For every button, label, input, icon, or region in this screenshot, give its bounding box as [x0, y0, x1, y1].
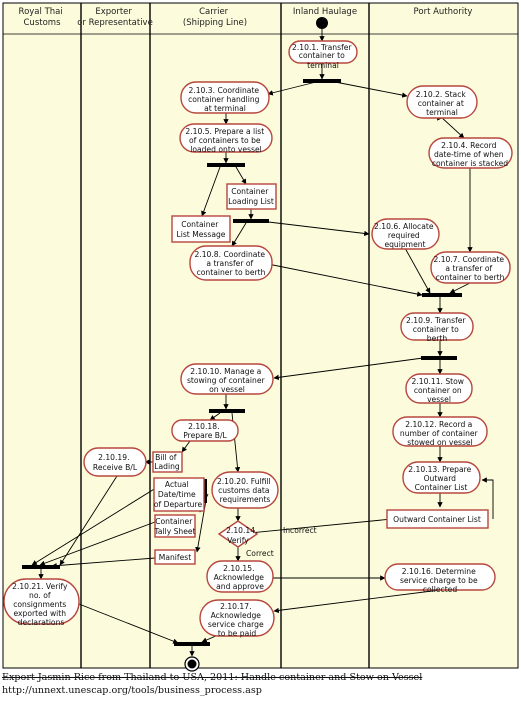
label-2-10-11: 2.10.11. Stow container on vessel [412, 377, 467, 404]
activity-2-10-12 [392, 416, 488, 447]
lane-title-carrier: Carrier (Shipping Line) [183, 7, 247, 28]
label-2-10-21: 2.10.21. Verify no. of consignments expo… [12, 582, 70, 627]
object-container-list-message [171, 215, 231, 243]
label-outward-container-list: Outward Container List [393, 515, 481, 524]
label-container-loading-list: Container Loading List [228, 187, 274, 206]
label-2-10-8: 2.10.8. Coordinate a transfer of contain… [194, 250, 267, 277]
object-manifest [154, 549, 196, 565]
activity-2-10-3 [180, 81, 270, 114]
caption: Export Jasmin Rice from Thailand to USA,… [2, 672, 518, 697]
label-2-10-1: 2.10.1. Transfer container to terminal [292, 43, 354, 70]
activity-2-10-13 [402, 461, 481, 494]
label-2-10-6: 2.10.6. Allocate required equipment [374, 222, 436, 249]
join-bar-berth [422, 293, 462, 297]
label-container-list-message: Container List Message [177, 220, 226, 239]
decision-2-10-14 [217, 520, 259, 548]
label-2-10-15: 2.10.15. Acknowledge and approve [214, 564, 267, 591]
activity-2-10-9 [400, 312, 474, 341]
label-2-10-5: 2.10.5. Prepare a list of containers to … [185, 127, 266, 154]
activity-labels: 2.10.1. Transfer container to terminal 2… [12, 43, 508, 638]
activity-2-10-4 [428, 137, 513, 169]
activities [3, 40, 513, 637]
label-2-10-10: 2.10.10. Manage a stowing of container o… [187, 367, 267, 394]
fork-bar-1 [303, 79, 341, 83]
activity-2-10-7 [430, 251, 511, 284]
activity-2-10-15 [206, 560, 274, 593]
object-container-tally-sheet [154, 514, 196, 538]
label-2-10-18: 2.10.18. Prepare B/L [183, 422, 227, 440]
label-manifest: Manifest [159, 553, 191, 562]
label-2-10-7: 2.10.7. Coordinate a transfer of contain… [433, 255, 506, 282]
join-bar-customs [22, 565, 60, 569]
label-2-10-17: 2.10.17. Acknowledge service charge to b… [208, 602, 266, 638]
start-node [316, 17, 328, 29]
object-labels: Container Loading List Container List Me… [153, 187, 480, 562]
label-2-10-16: 2.10.16. Determine service charge to be … [400, 567, 480, 594]
activity-2-10-21 [3, 578, 80, 625]
lane-title-customs: Royal Thai Customs [19, 7, 66, 28]
activity-2-10-19 [83, 447, 147, 477]
label-2-10-9: 2.10.9. Transfer container to berth [406, 316, 468, 343]
activity-2-10-20 [211, 471, 279, 509]
label-container-tally-sheet: Container Tally Sheet [153, 517, 195, 536]
final-node [187, 659, 197, 669]
guard-incorrect: Incorrect [283, 526, 317, 535]
caption-title: Export Jasmin Rice from Thailand to USA,… [2, 672, 423, 683]
activity-2-10-16 [384, 563, 496, 591]
activity-2-10-10 [180, 363, 274, 395]
fork-bar-4 [421, 356, 457, 360]
object-outward-container-list [386, 509, 489, 529]
activity-2-10-2 [406, 85, 478, 119]
caption-url: http://unnext.unescap.org/tools/business… [2, 684, 262, 696]
activity-2-10-1 [288, 40, 358, 64]
label-2-10-14: 2.10.14. Verify [226, 526, 260, 545]
fork-bar-3 [233, 219, 269, 223]
activity-2-10-5 [179, 123, 273, 153]
label-2-10-4: 2.10.4. Record date-time of when contain… [432, 141, 508, 168]
activity-2-10-11 [405, 373, 473, 404]
activity-2-10-6 [371, 218, 440, 250]
objects [152, 183, 489, 565]
label-2-10-20: 2.10.20. Fulfill customs data requiremen… [217, 477, 273, 504]
fork-bar-5 [209, 409, 245, 413]
fork-bar-2 [207, 163, 245, 167]
guard-correct: Correct [246, 549, 274, 558]
object-container-loading-list [226, 183, 277, 210]
label-2-10-12: 2.10.12. Record a number of container st… [400, 420, 480, 447]
lane-title-exporter: Exporter or Representative [77, 7, 153, 28]
label-2-10-19: 2.10.19. Receive B/L [93, 453, 138, 472]
activity-2-10-18 [171, 419, 239, 442]
activity-2-10-17 [199, 599, 275, 637]
lane-title-port: Port Authority [414, 7, 473, 17]
lane-dividers [80, 3, 370, 668]
object-bill-of-lading [152, 451, 183, 473]
label-2-10-3: 2.10.3. Coordinate container handling at… [188, 86, 262, 113]
lane-title-haulage: Inland Haulage [293, 7, 357, 17]
activity-2-10-8 [189, 245, 273, 281]
object-actual-departure [153, 477, 205, 512]
join-bar-final [174, 642, 210, 646]
label-2-10-2: 2.10.2. Stack container at terminal [416, 90, 468, 117]
label-bill-of-lading: Bill of Lading [154, 453, 180, 471]
label-actual-departure: Actual Date/time of Departure [154, 480, 203, 509]
label-2-10-13: 2.10.13. Prepare Outward Container List [408, 465, 473, 492]
